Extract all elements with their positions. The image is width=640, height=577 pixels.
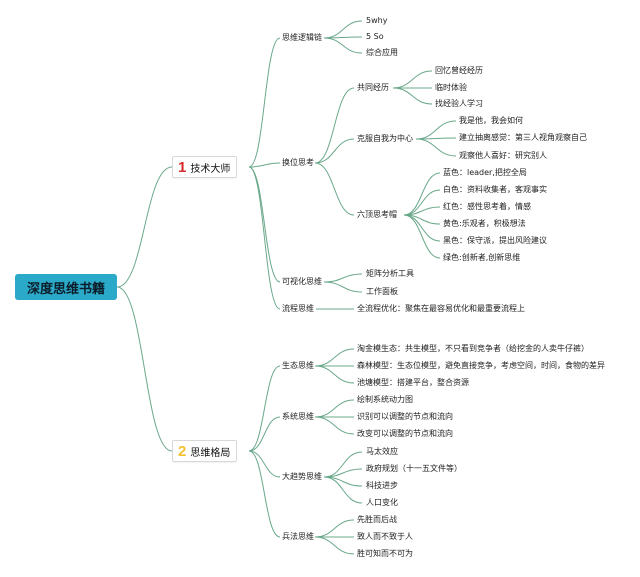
- leaf-item[interactable]: 5 So: [366, 32, 384, 41]
- topic-system-thinking[interactable]: 系统思维: [282, 412, 314, 421]
- leaf-item[interactable]: 池塘模型：搭建平台，整合资源: [357, 378, 469, 387]
- leaf-item[interactable]: 观察他人喜好：研究别人: [459, 151, 547, 160]
- connector-line: [248, 450, 281, 538]
- branch-label: 思维格局: [190, 447, 231, 459]
- connector-line: [248, 450, 281, 478]
- connector-line: [314, 399, 355, 418]
- leaf-item[interactable]: 回忆曾经经历: [435, 66, 483, 75]
- connector-line: [323, 451, 363, 478]
- connector-line: [392, 70, 433, 89]
- leaf-item[interactable]: 找经验人学习: [435, 99, 483, 108]
- connector-line: [248, 365, 281, 452]
- topic-process-thinking[interactable]: 流程思维: [282, 304, 314, 313]
- leaf-item[interactable]: 绿色:创新者,创新思维: [443, 253, 521, 262]
- connector-line: [314, 348, 355, 367]
- number-badge-2: 2: [178, 442, 187, 460]
- leaf-item[interactable]: 矩阵分析工具: [366, 269, 414, 278]
- leaf-item[interactable]: 建立抽离感觉：第三人视角观察自己: [459, 133, 587, 142]
- leaf-item[interactable]: 5why: [366, 16, 388, 25]
- leaf-item[interactable]: 工作面板: [366, 287, 398, 296]
- connector-line: [314, 416, 355, 435]
- connector-line: [323, 476, 363, 504]
- leaf-item[interactable]: 临时体验: [435, 83, 467, 92]
- connector-line: [116, 166, 173, 288]
- leaf-item[interactable]: 黄色:乐观者，积极想法: [443, 219, 526, 228]
- connector-line: [323, 20, 363, 39]
- connector-line: [403, 214, 441, 259]
- leaf-item[interactable]: 科技进步: [366, 481, 398, 490]
- leaf-item[interactable]: 先胜而后战: [357, 515, 397, 524]
- connector-line: [248, 162, 281, 168]
- leaf-item[interactable]: 全流程优化：聚焦在最容易优化和最重要流程上: [357, 304, 525, 313]
- connector-line: [314, 365, 355, 384]
- connector-line: [323, 281, 363, 293]
- leaf-item[interactable]: 红色：感性思考着，情感: [443, 202, 531, 211]
- connector-line: [415, 120, 457, 140]
- leaf-item[interactable]: 森林模型：生态位模型，避免直接竞争，考虑空间，时间，食物的差异: [357, 361, 605, 370]
- connector-line: [116, 286, 173, 452]
- topic-ecosystem-thinking[interactable]: 生态思维: [282, 361, 314, 370]
- connector-line: [323, 273, 363, 283]
- leaf-item[interactable]: 蓝色：leader,把控全局: [443, 168, 527, 177]
- connector-line: [314, 162, 355, 216]
- leaf-item[interactable]: 综合应用: [366, 48, 398, 57]
- leaf-item[interactable]: 黑色：保守派，提出风险建议: [443, 236, 547, 245]
- topic-perspective-taking[interactable]: 换位思考: [282, 158, 314, 167]
- topic-logic-chain[interactable]: 思维逻辑链: [282, 33, 322, 42]
- connector-line: [415, 138, 457, 157]
- leaf-item[interactable]: 政府规划（十一五文件等）: [366, 464, 462, 473]
- leaf-item[interactable]: 致人而不致于人: [357, 532, 413, 541]
- branch-node-thinking-pattern[interactable]: 2 思维格局: [172, 440, 238, 462]
- leaf-item[interactable]: 改变可以调整的节点和流向: [357, 429, 453, 438]
- leaf-item[interactable]: 白色：资料收集者，客观事实: [443, 185, 547, 194]
- leaf-item[interactable]: 马太效应: [366, 447, 398, 456]
- connector-line: [314, 138, 355, 164]
- connector-line: [403, 189, 441, 216]
- topic-visual-thinking[interactable]: 可视化思维: [282, 277, 322, 286]
- topic-strategy-thinking[interactable]: 兵法思维: [282, 532, 314, 541]
- root-node[interactable]: 深度思维书籍: [15, 274, 117, 300]
- connector-line: [314, 87, 355, 164]
- branch-label: 技术大师: [190, 163, 231, 175]
- connector-line: [314, 519, 355, 538]
- connector-line: [248, 166, 281, 310]
- leaf-item[interactable]: 胜可知而不可为: [357, 549, 413, 558]
- number-badge-1: 1: [178, 158, 187, 176]
- subtopic-overcome-egocentrism[interactable]: 克服自我为中心: [357, 134, 413, 143]
- connector-line: [248, 166, 281, 283]
- topic-trend-thinking[interactable]: 大趋势思维: [282, 472, 322, 481]
- connector-line: [403, 172, 441, 216]
- branch-node-tech-master[interactable]: 1 技术大师: [172, 156, 238, 178]
- connector-line: [248, 416, 281, 452]
- leaf-item[interactable]: 淘金模生态：共生模型，不只看到竞争者（给挖金的人卖牛仔裤）: [357, 344, 589, 353]
- connector-line: [392, 87, 433, 105]
- leaf-item[interactable]: 绘制系统动力图: [357, 395, 413, 404]
- subtopic-shared-experience[interactable]: 共同经历: [357, 83, 389, 92]
- leaf-item[interactable]: 人口变化: [366, 498, 398, 507]
- subtopic-six-thinking-hats[interactable]: 六顶思考帽: [357, 210, 397, 219]
- leaf-item[interactable]: 识别可以调整的节点和流向: [357, 412, 453, 421]
- leaf-item[interactable]: 我是他，我会如何: [459, 116, 523, 125]
- connector-line: [248, 37, 281, 168]
- connector-line: [314, 536, 355, 555]
- connector-line: [323, 37, 363, 54]
